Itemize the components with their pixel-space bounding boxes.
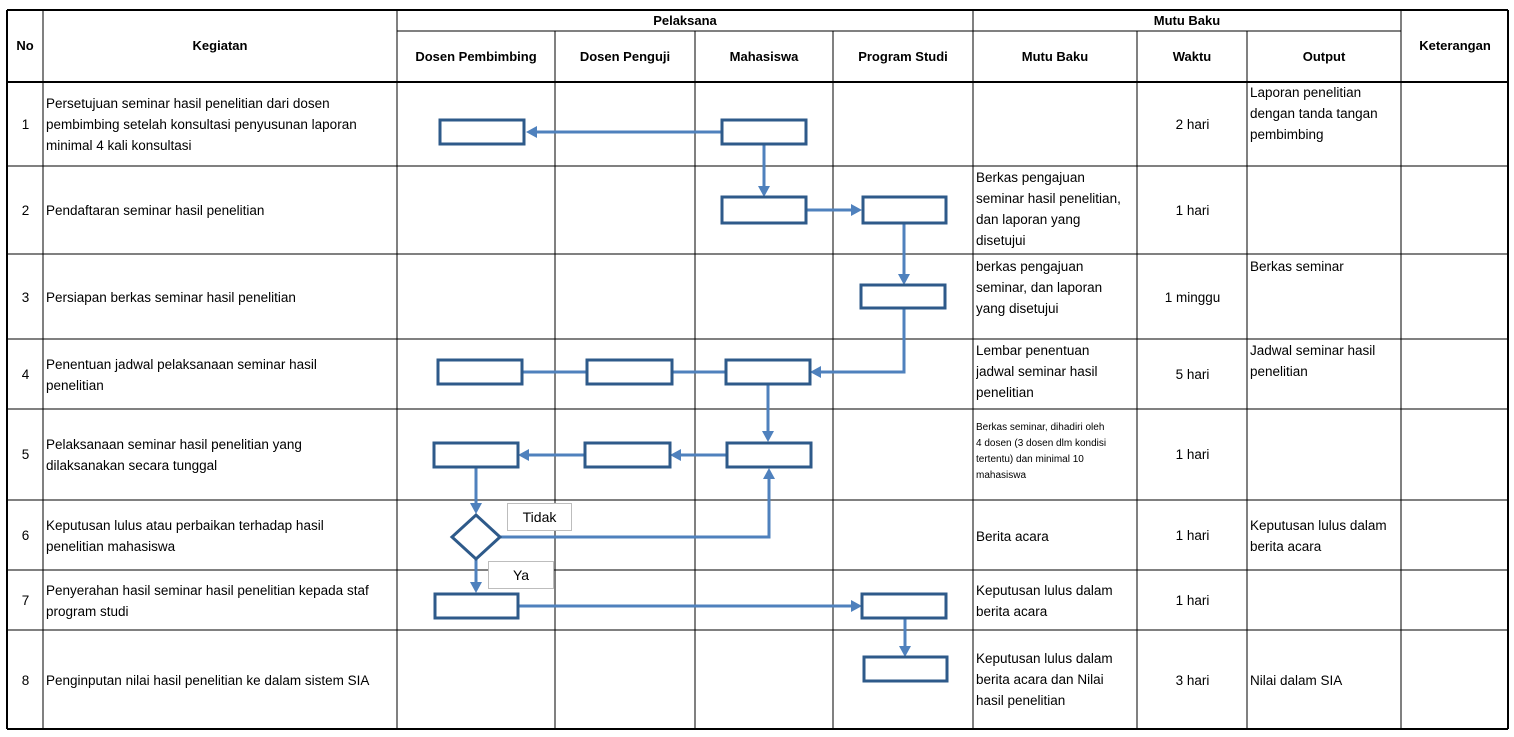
process-box-r1-pembimbing bbox=[438, 118, 526, 146]
header-mutu-baku: Mutu Baku bbox=[1022, 49, 1089, 64]
connectors bbox=[470, 126, 911, 657]
row-8-kegiatan: Penginputan nilai hasil penelitian ke da… bbox=[46, 673, 370, 688]
row-6-no: 6 bbox=[21, 528, 30, 543]
row-1-output: Laporan penelitian dengan tanda tangan p… bbox=[1250, 85, 1378, 142]
header-pelaksana: Pelaksana bbox=[653, 13, 717, 28]
row-4-mutu: Lembar penentuan jadwal seminar hasil pe… bbox=[976, 343, 1098, 400]
row-8-output: Nilai dalam SIA bbox=[1250, 673, 1343, 688]
row-3-mutu: berkas pengajuan seminar, dan laporan ya… bbox=[976, 259, 1103, 316]
row-6-output: Keputusan lulus dalam berita acara bbox=[1250, 518, 1387, 554]
label-tidak: Tidak bbox=[507, 503, 572, 531]
arrowhead bbox=[810, 366, 821, 378]
header-mutu-baku-group: Mutu Baku bbox=[1154, 13, 1221, 28]
arrowhead bbox=[518, 449, 529, 461]
arrowhead bbox=[758, 186, 770, 197]
process-box-r8-prodi bbox=[862, 655, 949, 683]
row-1-waktu: 2 hari bbox=[1175, 117, 1210, 132]
row-2-no: 2 bbox=[21, 203, 30, 218]
row-4-no: 4 bbox=[21, 367, 30, 382]
arrow-r3-to-r4 bbox=[820, 308, 906, 374]
arrowhead bbox=[470, 503, 482, 514]
process-box-r5-mahasiswa bbox=[725, 441, 813, 469]
process-box-r2-mahasiswa bbox=[720, 195, 808, 225]
process-box-r4-penguji bbox=[585, 358, 674, 386]
row-2-waktu: 1 hari bbox=[1175, 203, 1210, 218]
arrowhead bbox=[851, 600, 862, 612]
process-box-r2-prodi bbox=[861, 195, 948, 225]
arrow-decision-tidak bbox=[500, 478, 771, 539]
row-5-waktu: 1 hari bbox=[1175, 447, 1210, 462]
process-box-r4-mahasiswa bbox=[724, 358, 812, 386]
row-5-kegiatan: Pelaksanaan seminar hasil penelitian yan… bbox=[46, 437, 302, 473]
arrowhead bbox=[670, 449, 681, 461]
arrowhead bbox=[763, 468, 775, 479]
header-mahasiswa: Mahasiswa bbox=[730, 49, 799, 64]
decision-diamond bbox=[449, 512, 503, 562]
header-program-studi: Program Studi bbox=[858, 49, 948, 64]
row-7-kegiatan: Penyerahan hasil seminar hasil penelitia… bbox=[46, 583, 369, 619]
row-6-waktu: 1 hari bbox=[1175, 528, 1210, 543]
header-waktu: Waktu bbox=[1173, 49, 1212, 64]
header-output: Output bbox=[1303, 49, 1346, 64]
process-box-r7-pembimbing bbox=[433, 592, 520, 620]
process-box-r7-prodi bbox=[860, 592, 948, 620]
row-7-mutu: Keputusan lulus dalam berita acara bbox=[976, 583, 1113, 619]
arrowhead bbox=[470, 582, 482, 593]
row-4-kegiatan: Penentuan jadwal pelaksanaan seminar has… bbox=[46, 357, 317, 393]
row-4-output: Jadwal seminar hasil penelitian bbox=[1250, 343, 1376, 379]
row-1-no: 1 bbox=[21, 117, 30, 132]
arrowhead bbox=[851, 204, 862, 216]
arrowhead bbox=[762, 431, 774, 442]
header-kegiatan: Kegiatan bbox=[193, 38, 248, 53]
row-3-kegiatan: Persiapan berkas seminar hasil penelitia… bbox=[46, 290, 296, 305]
row-6-kegiatan: Keputusan lulus atau perbaikan terhadap … bbox=[46, 518, 324, 554]
row-6-mutu: Berita acara bbox=[976, 529, 1049, 544]
row-4-waktu: 5 hari bbox=[1175, 367, 1210, 382]
process-box-r5-penguji bbox=[583, 441, 672, 469]
header-dosen-penguji: Dosen Penguji bbox=[580, 49, 670, 64]
row-3-output: Berkas seminar bbox=[1250, 259, 1344, 274]
arrowhead bbox=[898, 274, 910, 285]
row-3-waktu: 1 minggu bbox=[1164, 290, 1221, 305]
arrowhead bbox=[899, 646, 911, 657]
row-7-no: 7 bbox=[21, 593, 30, 608]
row-8-mutu: Keputusan lulus dalam berita acara dan N… bbox=[976, 651, 1113, 708]
row-2-mutu: Berkas pengajuan seminar hasil penelitia… bbox=[976, 170, 1121, 248]
process-box-r4-pembimbing bbox=[436, 358, 524, 386]
arrowhead bbox=[526, 126, 537, 138]
header-dosen-pembimbing: Dosen Pembimbing bbox=[415, 49, 536, 64]
process-box-r3-prodi bbox=[859, 283, 947, 310]
row-7-waktu: 1 hari bbox=[1175, 593, 1210, 608]
process-boxes bbox=[432, 118, 949, 683]
label-ya: Ya bbox=[488, 561, 554, 589]
row-2-kegiatan: Pendaftaran seminar hasil penelitian bbox=[46, 203, 265, 218]
row-3-no: 3 bbox=[21, 290, 30, 305]
row-8-no: 8 bbox=[21, 673, 30, 688]
header-keterangan: Keterangan bbox=[1419, 38, 1491, 53]
row-1-kegiatan: Persetujuan seminar hasil penelitian dar… bbox=[46, 96, 357, 153]
process-box-r1-mahasiswa bbox=[720, 118, 808, 146]
row-5-mutu: Berkas seminar, dihadiri oleh 4 dosen (3… bbox=[976, 422, 1107, 481]
process-box-r5-pembimbing bbox=[432, 441, 520, 469]
row-8-waktu: 3 hari bbox=[1175, 673, 1210, 688]
row-5-no: 5 bbox=[21, 447, 30, 462]
header-no: No bbox=[16, 38, 33, 53]
